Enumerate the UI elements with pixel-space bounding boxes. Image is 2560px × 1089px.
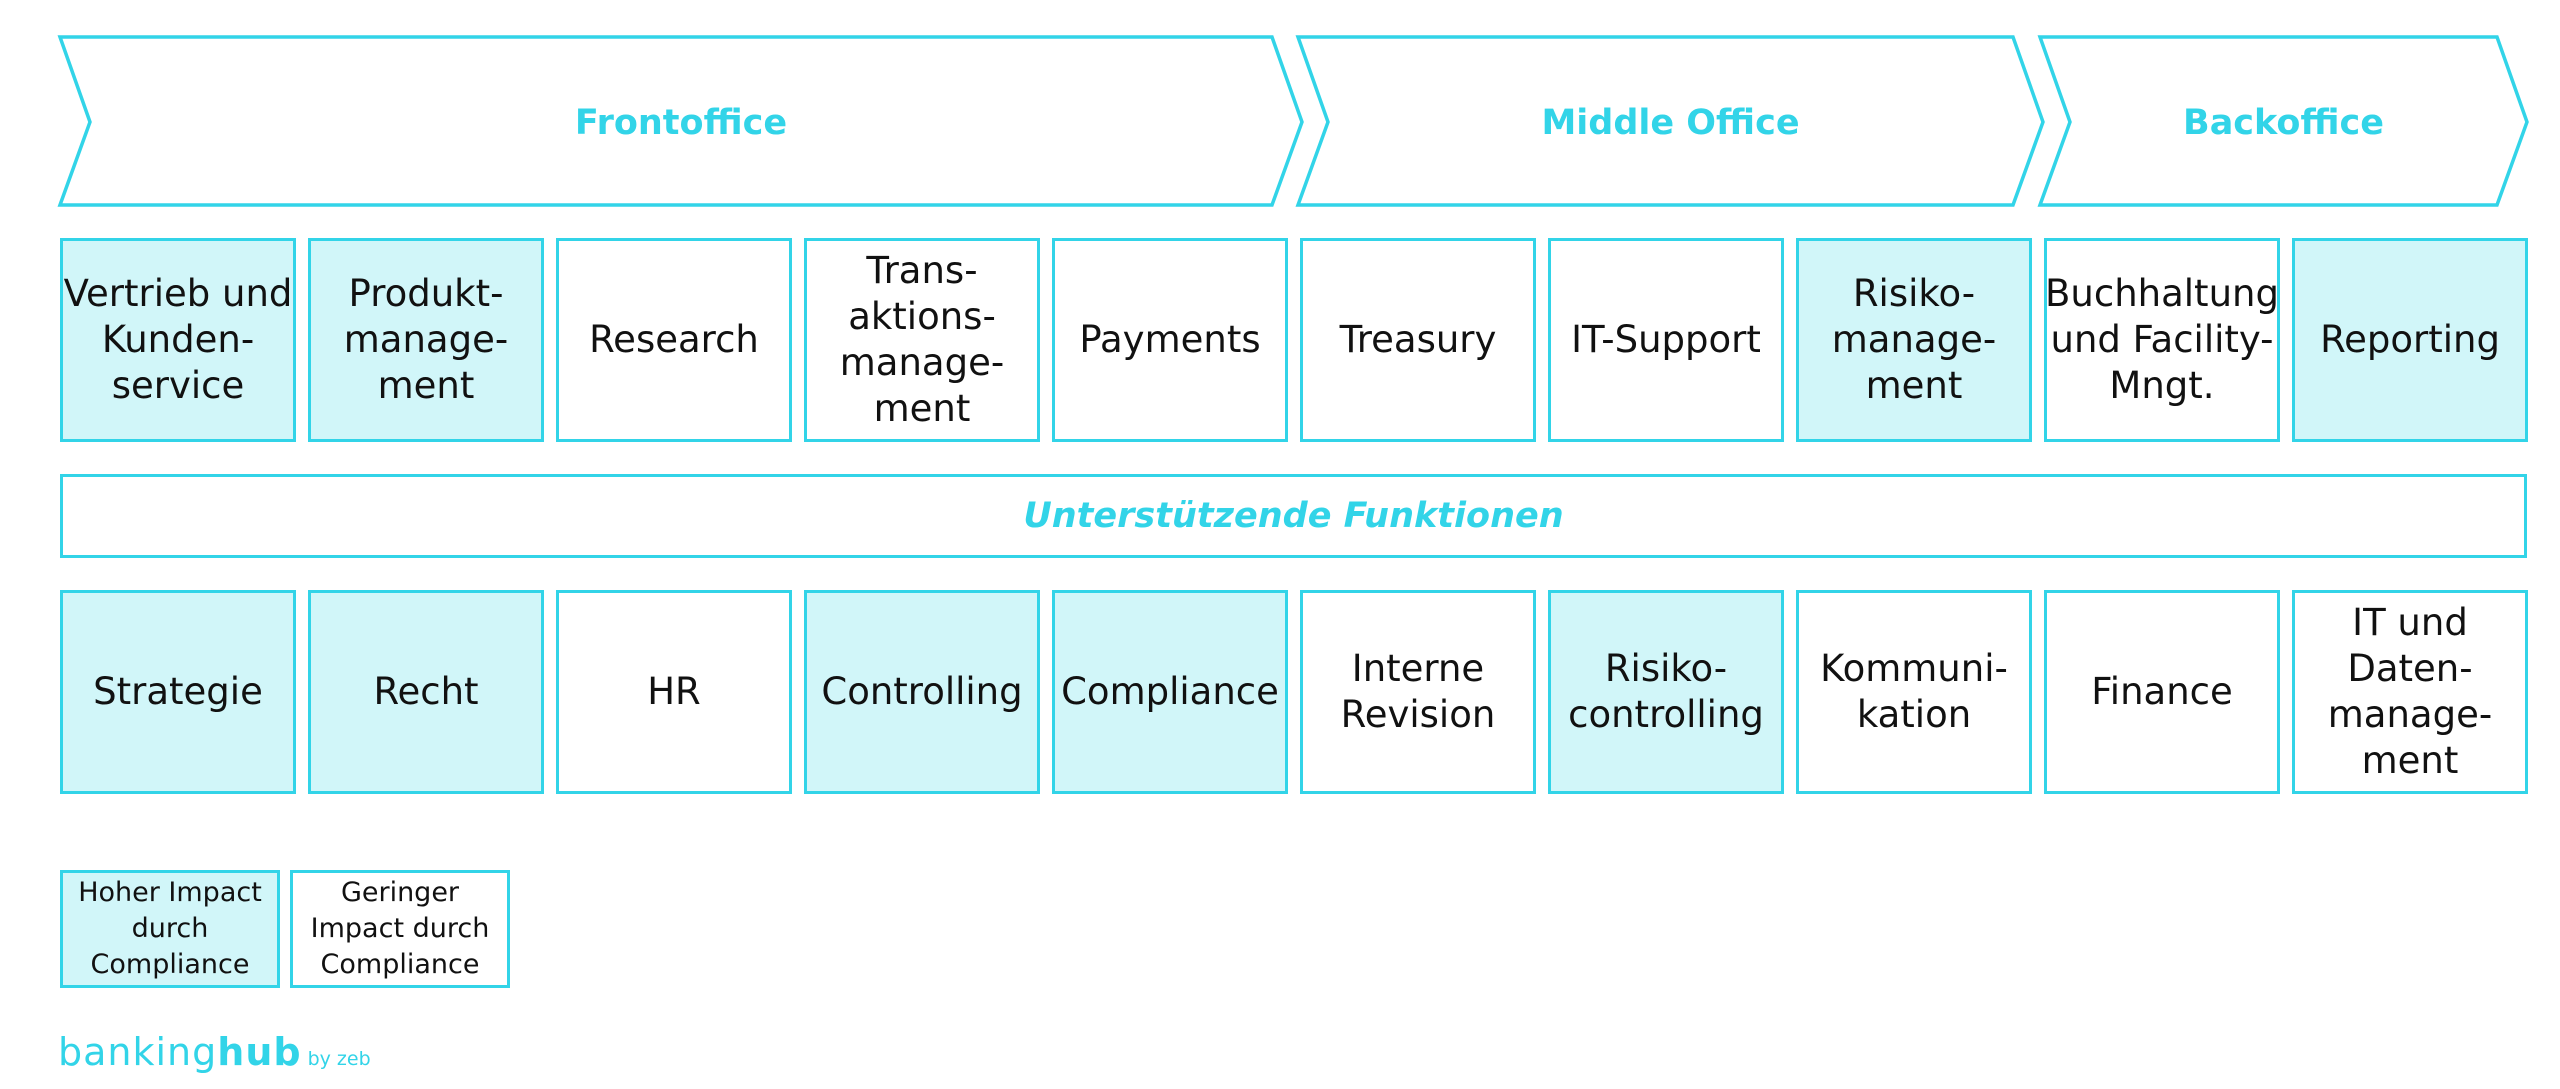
- core-function-box: Treasury: [1300, 238, 1536, 442]
- support-function-box: Controlling: [804, 590, 1040, 794]
- logo-text-hub: hub: [217, 1030, 302, 1074]
- support-function-label: Finance: [2091, 670, 2233, 713]
- support-functions-header: Unterstützende Funktionen: [60, 474, 2527, 558]
- support-function-box: Recht: [308, 590, 544, 794]
- stage-arrow-backoffice: [2037, 35, 2529, 207]
- core-function-label: Risiko- manage- ment: [1831, 272, 1997, 407]
- support-function-box: Compliance: [1052, 590, 1288, 794]
- core-function-label: Treasury: [1339, 318, 1497, 361]
- process-stage-arrows: [57, 35, 2529, 207]
- legend-high-impact: Hoher Impact durch Compliance: [60, 870, 280, 988]
- stage-label-frontoffice: Frontoffice: [574, 102, 788, 143]
- logo-text-by-zeb: by zeb: [307, 1048, 371, 1070]
- core-function-box: Payments: [1052, 238, 1288, 442]
- stage-label-backoffice: Backoffice: [2183, 102, 2384, 143]
- core-function-box: Vertrieb und Kunden- service: [60, 238, 296, 442]
- support-function-box: Kommuni- kation: [1796, 590, 2032, 794]
- support-function-box: Strategie: [60, 590, 296, 794]
- support-function-box: Interne Revision: [1300, 590, 1536, 794]
- support-function-box: Finance: [2044, 590, 2280, 794]
- support-function-label: Risiko- controlling: [1568, 647, 1764, 736]
- core-function-box: IT-Support: [1548, 238, 1784, 442]
- support-function-box: HR: [556, 590, 792, 794]
- core-function-box: Reporting: [2292, 238, 2528, 442]
- support-function-label: Recht: [373, 670, 479, 713]
- core-function-label: Vertrieb und Kunden- service: [63, 272, 293, 407]
- core-function-box: Risiko- manage- ment: [1796, 238, 2032, 442]
- logo-text-banking: banking: [58, 1030, 218, 1074]
- stage-arrow-middle-office: [1295, 35, 2045, 207]
- bankinghub-logo: banking hub by zeb: [58, 1030, 371, 1080]
- support-functions-title: Unterstützende Funktionen: [1023, 496, 1564, 536]
- support-function-label: Kommuni- kation: [1820, 647, 2008, 736]
- core-function-label: IT-Support: [1571, 318, 1761, 361]
- support-function-label: HR: [647, 670, 701, 713]
- core-function-label: Buchhaltung und Facility- Mngt.: [2045, 272, 2279, 407]
- support-function-box: IT und Daten- manage- ment: [2292, 590, 2528, 794]
- support-function-label: IT und Daten- manage- ment: [2327, 601, 2493, 782]
- stage-arrow-frontoffice: [57, 35, 1304, 207]
- legend-low-impact: Geringer Impact durch Compliance: [290, 870, 510, 988]
- core-function-box: Trans- aktions- manage- ment: [804, 238, 1040, 442]
- core-function-label: Trans- aktions- manage- ment: [839, 249, 1005, 430]
- support-function-label: Controlling: [821, 670, 1023, 713]
- core-function-label: Reporting: [2320, 318, 2500, 361]
- core-function-label: Research: [589, 318, 759, 361]
- core-function-label: Payments: [1079, 318, 1261, 361]
- support-function-box: Risiko- controlling: [1548, 590, 1784, 794]
- legend-high-impact-label: Hoher Impact durch Compliance: [78, 877, 262, 980]
- support-function-label: Interne Revision: [1340, 647, 1496, 736]
- core-function-box: Buchhaltung und Facility- Mngt.: [2044, 238, 2280, 442]
- legend-low-impact-label: Geringer Impact durch Compliance: [310, 877, 490, 980]
- core-function-box: Research: [556, 238, 792, 442]
- support-function-label: Strategie: [93, 670, 263, 713]
- core-function-box: Produkt- manage- ment: [308, 238, 544, 442]
- core-function-label: Produkt- manage- ment: [343, 272, 509, 407]
- stage-label-middle-office: Middle Office: [1541, 102, 1800, 143]
- support-function-label: Compliance: [1061, 670, 1279, 713]
